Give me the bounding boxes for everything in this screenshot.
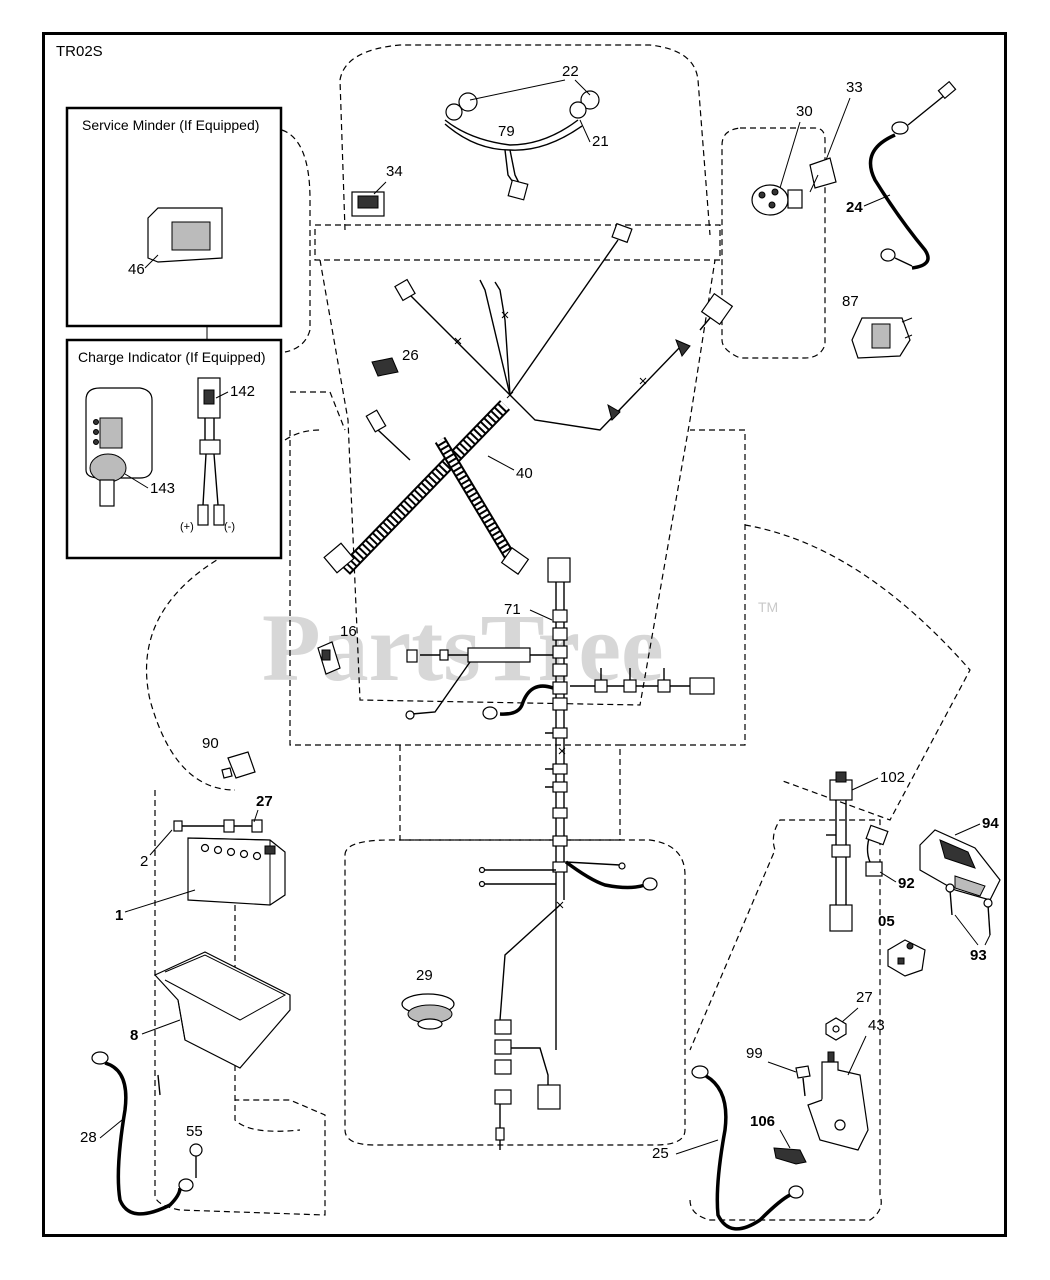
label-8: 8 [130, 1027, 138, 1044]
label-29: 29 [416, 967, 433, 984]
label-102: 102 [880, 769, 905, 786]
cable-28 [91, 1051, 194, 1216]
diagram-frame [42, 32, 1007, 1237]
label-142: 142 [230, 383, 255, 400]
label-1: 1 [115, 907, 123, 924]
label-71: 71 [504, 601, 521, 618]
hour-meter-part [147, 207, 223, 263]
label-87: 87 [842, 293, 859, 310]
switch-05 [887, 939, 926, 977]
service-minder-box: Service Minder (If Equipped) 46 [65, 106, 283, 328]
harness-102 [826, 771, 853, 932]
charge-indicator-part [85, 387, 153, 507]
body-outlines [146, 44, 971, 1221]
label-16: 16 [340, 623, 357, 640]
label-27-a: 27 [256, 793, 273, 810]
headlight-harness [444, 90, 600, 201]
label-25: 25 [652, 1145, 669, 1162]
bolt-99 [795, 1065, 811, 1097]
label-30: 30 [796, 103, 813, 120]
label-79: 79 [498, 123, 515, 140]
bolt-55 [189, 1143, 203, 1178]
label-46: 46 [128, 261, 145, 278]
label-24: 24 [846, 199, 863, 216]
key-33 [809, 157, 837, 193]
label-27-b: 27 [856, 989, 873, 1006]
solenoid-43 [807, 1051, 869, 1151]
charge-indicator-box: Charge Indicator (If Equipped) 143 142 (… [65, 338, 283, 560]
switch-34 [351, 191, 385, 217]
relay-16 [317, 641, 341, 675]
label-90: 90 [202, 735, 219, 752]
clip-106 [773, 1147, 807, 1165]
battery-bolts [173, 819, 263, 833]
label-2: 2 [140, 853, 148, 870]
ignition-switch-30 [751, 184, 803, 216]
label-106: 106 [750, 1113, 775, 1130]
harness-71 [405, 557, 715, 1150]
label-21: 21 [592, 133, 609, 150]
diagram-code: TR02S [56, 43, 103, 60]
nut-27 [825, 1017, 847, 1041]
label-28: 28 [80, 1129, 97, 1146]
module-94 [919, 829, 1001, 901]
charge-indicator-title: Charge Indicator (If Equipped) [78, 349, 266, 365]
label-55: 55 [186, 1123, 203, 1140]
cable-24 [868, 80, 957, 270]
grommet-29 [401, 993, 455, 1030]
label-99: 99 [746, 1045, 763, 1062]
label-43: 43 [868, 1017, 885, 1034]
plug-90 [221, 751, 256, 779]
service-minder-title: Service Minder (If Equipped) [82, 117, 259, 133]
connector-92 [865, 824, 889, 877]
label-92: 92 [898, 875, 915, 892]
label-26: 26 [402, 347, 419, 364]
main-harness-40 [323, 222, 734, 575]
cable-25 [691, 1065, 804, 1231]
label-94: 94 [982, 815, 999, 832]
polarity-plus: (+) [180, 521, 194, 533]
label-22: 22 [562, 63, 579, 80]
battery-tray-8 [154, 951, 291, 1069]
label-143: 143 [150, 480, 175, 497]
label-34: 34 [386, 163, 403, 180]
watermark-tm: TM [758, 599, 778, 615]
fuse-26 [371, 357, 399, 377]
label-33: 33 [846, 79, 863, 96]
polarity-minus: (-) [224, 521, 235, 533]
label-05: 05 [878, 913, 895, 930]
label-40: 40 [516, 465, 533, 482]
screws-93 [945, 883, 993, 936]
charge-indicator-harness [197, 377, 225, 526]
switch-87 [851, 317, 913, 359]
label-93: 93 [970, 947, 987, 964]
battery-1 [187, 837, 286, 906]
